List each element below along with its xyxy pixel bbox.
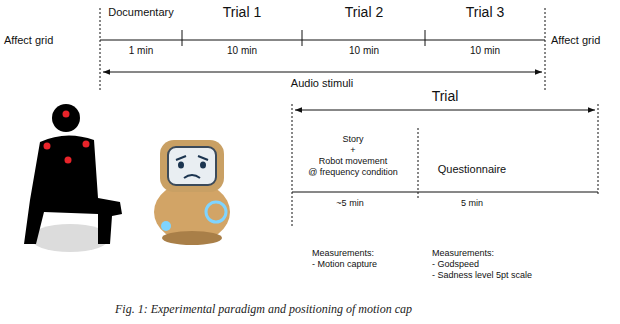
label-text: Trial [432,88,459,105]
label-text: 5 min [461,198,483,209]
label-text: 1 min [129,45,153,57]
boundary-line [292,104,293,226]
boundary-line [418,128,419,198]
tick [302,30,303,46]
label-text: Measurements: [432,248,494,259]
span-arrow [103,72,542,73]
label-text: + [350,145,355,156]
label-text: 10 min [470,45,500,57]
label-text: @ frequency condition [308,167,398,178]
label-text: - Motion capture [312,259,377,270]
label-text: Trial 1 [223,4,261,21]
label-text: Trial 2 [345,4,383,21]
person-figure [24,104,122,252]
boundary-line [100,8,101,90]
label-text: 10 min [227,45,257,57]
label-text: Affect grid [551,34,600,47]
label-text: 10 min [349,45,379,57]
label-text: Story [342,134,363,145]
figure-caption: Fig. 1: Experimental paradigm and positi… [115,302,412,317]
label-text: Documentary [108,6,173,19]
label-text: - Godspeed [432,259,479,270]
label-text: ~5 min [336,198,363,209]
label-text: Affect grid [4,34,53,47]
label-text: Trial 3 [466,4,504,21]
label-text: Robot movement [319,156,388,167]
label-text: Measurements: [312,248,374,259]
timeline [100,40,545,41]
label-text: Audio stimuli [291,77,353,90]
span-arrow [295,110,595,111]
robot-figure [154,140,230,245]
boundary-line [545,8,546,90]
label-text: Questionnaire [438,163,507,176]
tick [425,30,426,46]
boundary-line [598,104,599,194]
label-text: - Sadness level 5pt scale [432,270,532,281]
tick [182,30,183,46]
timeline [292,192,598,193]
